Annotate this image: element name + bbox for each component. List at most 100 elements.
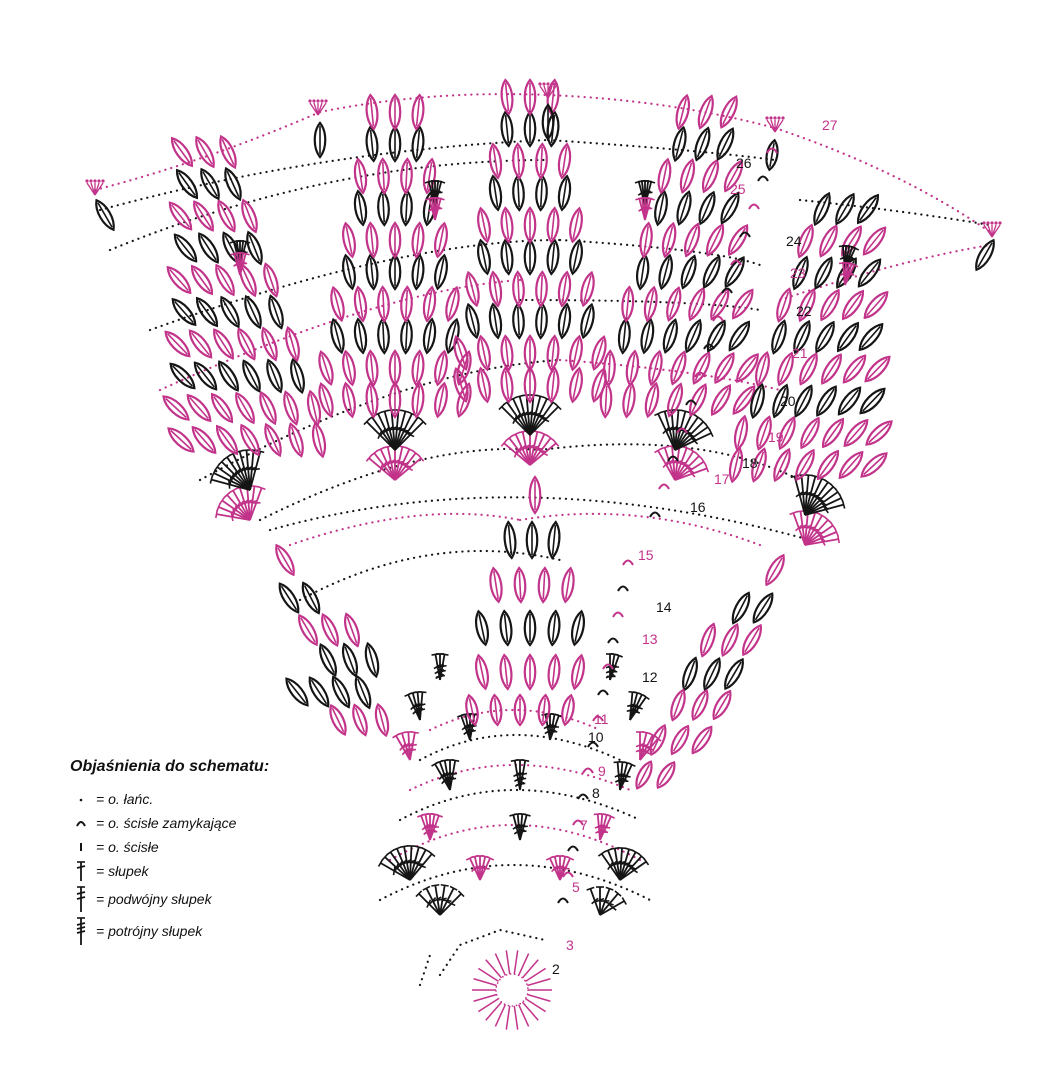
post-stitch <box>844 262 859 286</box>
cluster-stitch <box>863 290 889 320</box>
cluster-stitch <box>535 142 548 180</box>
single-crochet-icon <box>70 836 92 858</box>
cluster-stitch <box>670 688 686 722</box>
cluster-stitch <box>445 317 460 355</box>
cluster-stitch <box>860 452 888 478</box>
cluster-stitch <box>365 381 379 419</box>
cluster-stitch <box>388 349 402 387</box>
cluster-stitch <box>488 270 503 308</box>
chain-row-10 <box>418 734 622 762</box>
post-stitch <box>599 897 627 916</box>
chain-row-26 <box>98 138 550 212</box>
cluster-stitch <box>301 581 321 615</box>
legend-item-chain: = o. łańc. <box>70 788 390 810</box>
cluster-stitch <box>625 349 640 387</box>
row-number-3: 3 <box>566 937 574 953</box>
cluster-stitch <box>193 200 214 232</box>
post-stitch <box>619 857 650 881</box>
cluster-stitch <box>513 566 527 604</box>
closing-slip-stitch <box>587 741 599 748</box>
cluster-stitch <box>411 381 425 419</box>
post-stitch <box>599 814 615 841</box>
cluster-stitch <box>318 382 334 418</box>
legend-item-treble-crochet: = podwójny słupek <box>70 884 390 914</box>
cluster-stitch <box>388 93 402 131</box>
cluster-stitch <box>571 609 585 647</box>
cluster-stitch <box>835 192 855 226</box>
legend-item-single-crochet: = o. ścisłe <box>70 836 390 858</box>
cluster-stitch <box>465 693 479 727</box>
cluster-stitch <box>755 350 770 388</box>
cluster-stitch <box>666 286 682 322</box>
chain-stitches <box>418 953 432 987</box>
cluster-stitch <box>523 653 537 691</box>
cluster-stitch <box>571 653 585 691</box>
cluster-stitch <box>235 391 255 425</box>
cluster-stitch <box>240 423 260 457</box>
cluster-stitch <box>795 448 815 482</box>
closing-slip-stitch <box>694 371 706 378</box>
cluster-stitch <box>523 609 537 647</box>
cluster-stitch <box>411 125 425 163</box>
post-stitch <box>804 535 840 546</box>
cluster-stitch <box>541 103 555 141</box>
post-stitch <box>586 886 601 916</box>
cluster-stitch <box>489 693 503 727</box>
cluster-stitch <box>731 591 751 625</box>
cluster-stitch <box>422 285 437 323</box>
cluster-stitch <box>691 725 713 755</box>
cluster-stitch <box>649 723 667 757</box>
cluster-stitch <box>654 189 668 227</box>
cluster-stitch <box>364 641 380 679</box>
cluster-stitch <box>557 174 572 212</box>
cluster-stitch <box>215 424 239 456</box>
cluster-stitch <box>186 393 212 423</box>
post-stitch <box>431 883 442 916</box>
double-crochet-icon <box>70 860 92 882</box>
cluster-stitch <box>750 382 765 420</box>
cluster-stitch <box>400 285 413 323</box>
cluster-stitch <box>275 543 295 577</box>
cluster-stitch <box>557 302 572 340</box>
post-stitch <box>422 885 441 916</box>
post-stitch <box>529 403 562 436</box>
chain-arc <box>298 549 562 602</box>
closing-slip-stitch <box>658 483 670 490</box>
cluster-stitch <box>765 553 785 587</box>
cluster-stitch <box>643 285 658 323</box>
post-stitch <box>436 652 449 681</box>
closing-slip-stitch <box>612 611 624 618</box>
picot-tuft <box>982 221 1002 238</box>
cluster-stitch <box>500 334 514 372</box>
cluster-stitch <box>242 359 261 393</box>
cluster-stitch <box>841 289 865 321</box>
cluster-stitch <box>523 78 537 116</box>
post-stitch <box>619 762 636 791</box>
cluster-stitch <box>477 238 491 276</box>
picot-tuft <box>308 99 328 116</box>
cluster-stitch <box>621 285 635 323</box>
post-stitch <box>447 758 460 791</box>
cluster-stitch <box>777 351 794 387</box>
cluster-stitch <box>512 270 525 308</box>
cluster-stitch <box>676 190 692 226</box>
cluster-stitch <box>374 702 390 738</box>
post-stitch <box>479 855 495 881</box>
cluster-stitch <box>667 382 683 418</box>
closing-slip-stitch <box>557 897 569 904</box>
legend-text: = o. łańc. <box>96 791 154 807</box>
row-number-21: 21 <box>792 345 808 361</box>
cluster-stitch <box>819 224 838 258</box>
cluster-stitch <box>500 110 514 148</box>
closing-slip-stitch <box>676 427 688 434</box>
cluster-stitch <box>312 421 326 459</box>
cluster-stitch <box>283 390 299 426</box>
row-number-20: 20 <box>780 393 796 409</box>
closing-slip-stitch <box>572 819 584 826</box>
cluster-stitch <box>732 385 756 415</box>
cluster-stitch <box>500 78 514 116</box>
cluster-stitch <box>278 582 300 614</box>
closing-slip-stitch <box>712 315 724 322</box>
cluster-stitch <box>298 613 318 647</box>
cluster-stitch <box>820 288 840 322</box>
